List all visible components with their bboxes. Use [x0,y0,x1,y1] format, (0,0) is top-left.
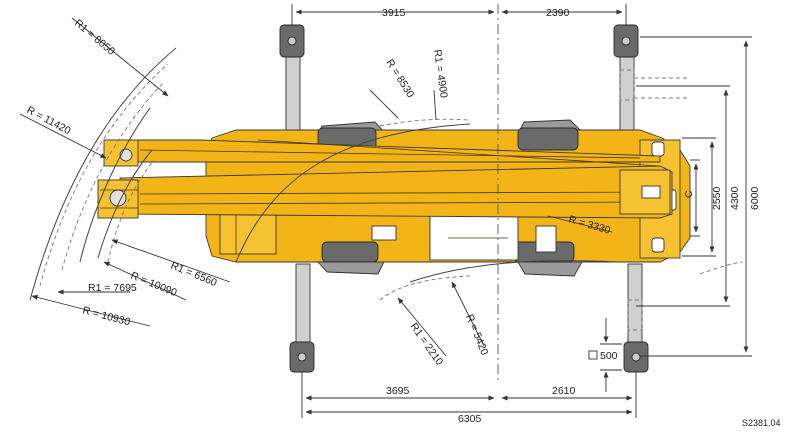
counterweight-lug [641,185,661,199]
label-r-10930: R = 10930 [81,304,131,328]
radius-leaders [19,17,613,357]
leader-r-8530 [369,89,399,119]
tyre-front-bottom [316,261,385,275]
top-dimensions [291,4,627,26]
leader-r-10090 [103,261,187,301]
pad-bolt [287,36,297,46]
label-r1-6560: R1 = 6560 [169,260,219,289]
arc-r-10930 [39,63,169,287]
pad-bolt [631,352,641,362]
boom-head-upper [103,139,139,167]
boom-line [139,149,641,159]
arc-r-11420 [29,47,177,301]
label-6305: 6305 [458,413,482,425]
label-r1-8050: R1 = 8050 [72,17,117,58]
rear-hook [651,141,665,157]
ladder-step [371,225,397,241]
telescopic-boom [97,139,673,219]
label-4300: 4300 [729,186,741,210]
arc-right-dashed [699,261,743,275]
leader-r-3330 [547,215,613,233]
leader-r1-6560 [111,239,231,283]
label-r1-7695: R1 = 7695 [88,282,137,294]
drawing-code: S2381.04 [742,418,781,428]
label-3915: 3915 [382,7,406,19]
label-6000: 6000 [749,186,761,210]
bottom-dimensions [301,372,637,418]
label-r-8530: R = 8530 [383,57,416,100]
leader-r-11420 [19,113,107,159]
label-2390: 2390 [546,7,570,19]
deck-compartment [429,211,519,261]
label-500: 500 [600,350,618,362]
rear-hook [651,237,665,253]
outrigger-retracted-top [619,69,635,101]
square-500-marker [588,318,622,392]
label-r1-2210: R1 = 2210 [408,321,446,368]
label-2550: 2550 [711,186,723,210]
pad-bolt [621,36,631,46]
wheel-well-front-bottom [321,241,379,263]
label-2610: 2610 [552,385,576,397]
label-r-11420: R = 11420 [25,104,73,137]
boom-line [139,191,661,195]
pad-bolt [297,352,307,362]
wheel-well-rear-top [517,127,579,151]
outrigger-beam-rear-top [619,51,635,135]
operator-cab [219,211,277,255]
arc-r1-4900 [379,118,469,127]
leader-r1-4900 [433,89,437,121]
label-3695: 3695 [386,385,410,397]
side-box [535,225,557,253]
square-symbol [588,350,598,360]
arc-r1-7695 [79,107,151,263]
label-r-5420: R = 5420 [463,313,490,357]
radius-arcs [29,47,743,301]
boom-line [139,201,661,205]
arc-r-5420 [409,260,619,283]
boom-tie [257,139,661,167]
tyre-rear-bottom [517,261,583,277]
arc-r-8530 [235,123,471,263]
arc-r1-2210 [379,275,471,301]
right-dimensions [636,36,752,357]
leader-r-5420 [451,281,485,347]
arc-r-10090 [97,149,153,259]
arc-r1-6560 [107,159,155,263]
leader-r1-2210 [397,297,447,357]
outrigger-beam-front-bottom [295,263,311,349]
outrigger-beam-front-top [285,51,301,135]
leader-r-10930 [31,294,151,327]
label-c: C [683,190,695,198]
outrigger-retracted-bottom [627,299,643,331]
sheave [119,148,133,162]
arc-r1-8050 [61,81,165,271]
leader-r1-8050 [71,17,169,97]
